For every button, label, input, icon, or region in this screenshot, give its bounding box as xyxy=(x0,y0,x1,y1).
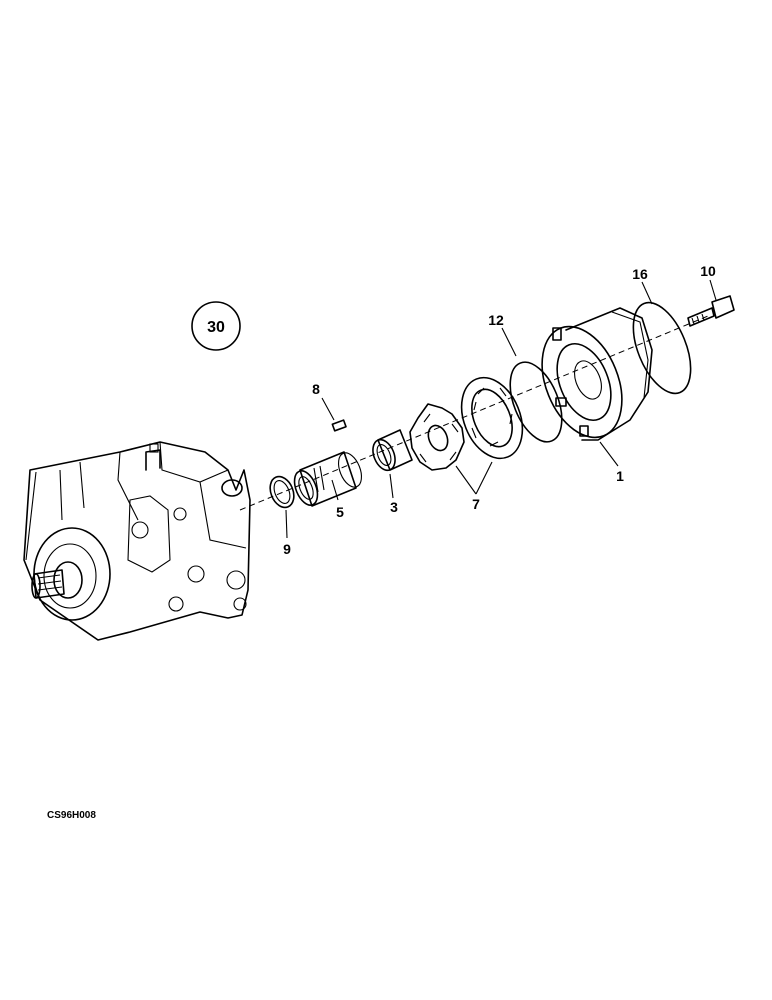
housing-fins xyxy=(59,461,85,521)
dowel-pin-left xyxy=(555,397,567,407)
bolt-head xyxy=(711,295,735,319)
leader-9 xyxy=(285,509,288,539)
housing-top-ridge xyxy=(159,441,229,483)
outer-ring-cavity xyxy=(471,388,513,448)
part-9-snap-ring xyxy=(269,475,295,509)
shaft-splines xyxy=(37,574,63,591)
coupling-bore xyxy=(298,476,314,500)
callout-3: 3 xyxy=(390,499,398,515)
o-ring-16 xyxy=(632,301,692,395)
axis-centerline xyxy=(239,315,709,511)
snap-ring-outer xyxy=(269,475,295,509)
part-3-bushing xyxy=(372,429,413,472)
housing-outline xyxy=(23,441,251,641)
leader-12 xyxy=(501,327,517,357)
coupling-front-face xyxy=(293,470,319,506)
reference-number: 30 xyxy=(207,319,225,336)
top-fitting-cap xyxy=(149,443,159,453)
coupling-splines xyxy=(313,465,325,493)
bolt-threads xyxy=(691,313,705,325)
cover-rim xyxy=(611,311,649,399)
leader-8 xyxy=(321,397,335,421)
leader-3 xyxy=(389,473,394,499)
o-ring-12 xyxy=(509,361,563,443)
mounting-flange xyxy=(33,527,111,621)
part-12-o-ring xyxy=(509,361,563,443)
outer-ring-teeth xyxy=(471,387,513,447)
bushing-bore xyxy=(376,444,392,466)
housing-valve-edge xyxy=(199,481,247,549)
callout-7: 7 xyxy=(472,496,480,512)
shaft-end xyxy=(31,573,41,599)
part-10-bolt xyxy=(687,295,735,327)
callout-1: 1 xyxy=(616,468,624,484)
housing-side-edge xyxy=(25,471,37,561)
inner-rotor-lobes xyxy=(419,413,459,463)
right-fitting xyxy=(221,479,243,497)
pump-housing xyxy=(23,441,251,641)
housing-port xyxy=(187,565,205,583)
valve-port xyxy=(226,570,246,590)
outer-ring xyxy=(460,376,524,460)
part-7-gerotor-set xyxy=(409,376,524,471)
inner-rotor-bore xyxy=(427,424,449,452)
inner-rotor xyxy=(409,403,465,471)
bolt-shank xyxy=(687,307,715,327)
callout-16: 16 xyxy=(632,266,648,282)
cover-front-face xyxy=(541,325,623,439)
part-5-coupling xyxy=(293,451,363,507)
key-body xyxy=(331,419,347,432)
drawing-code: CS96H008 xyxy=(47,810,96,821)
dowel-pin-top xyxy=(552,327,562,341)
bushing-body xyxy=(377,429,413,471)
callout-5: 5 xyxy=(336,504,344,520)
assembly-axis xyxy=(239,315,709,511)
reference-circle: 30 xyxy=(191,301,241,351)
housing-cover-plate xyxy=(127,495,171,573)
housing-port-lower xyxy=(168,596,184,612)
housing-bolt xyxy=(173,507,187,521)
cover-bolt xyxy=(131,521,149,539)
callout-9: 9 xyxy=(283,541,291,557)
leader-lines xyxy=(285,279,717,539)
coupling-rear-face xyxy=(337,452,363,488)
callout-8: 8 xyxy=(312,381,320,397)
flange-inner-ring xyxy=(43,543,97,609)
part-16-o-ring xyxy=(632,301,692,395)
leader-1 xyxy=(599,441,619,467)
coupling-body xyxy=(299,451,357,507)
cover-recess xyxy=(556,343,612,421)
cover-bore xyxy=(574,360,602,400)
shaft-boss xyxy=(53,561,83,599)
leader-7b xyxy=(475,461,493,495)
leader-5 xyxy=(331,479,339,501)
splined-shaft xyxy=(33,569,65,599)
reference-circle-outline xyxy=(191,301,241,351)
top-fitting xyxy=(145,449,161,471)
leader-16 xyxy=(641,281,653,305)
housing-rib xyxy=(117,451,139,521)
callout-10: 10 xyxy=(700,263,716,279)
snap-ring-inner xyxy=(273,480,291,504)
bushing-front-face xyxy=(372,438,396,472)
valve-port-small xyxy=(233,597,247,611)
callout-12: 12 xyxy=(488,312,504,328)
leader-10 xyxy=(709,279,717,301)
part-8-key xyxy=(331,419,347,432)
leader-7a xyxy=(455,465,477,495)
callout-labels: 1 3 5 7 8 9 10 12 16 xyxy=(283,263,716,557)
dowel-pin-bottom xyxy=(579,425,589,437)
part-1-end-cover xyxy=(541,307,653,441)
